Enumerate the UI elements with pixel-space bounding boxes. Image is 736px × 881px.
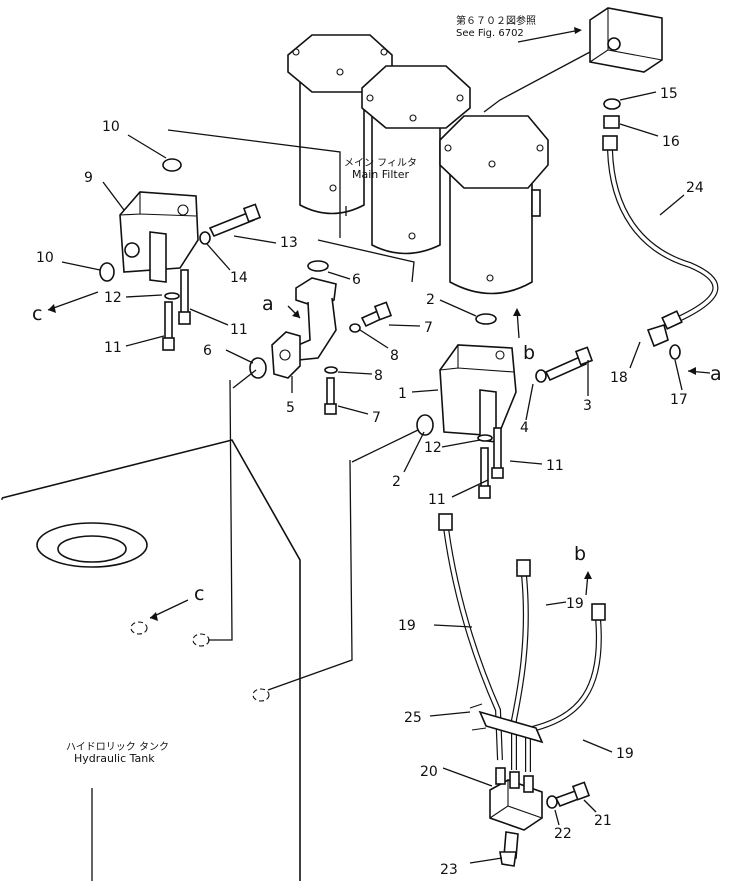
letter-c-left: c bbox=[32, 303, 42, 325]
label-8-lower: 8 bbox=[374, 368, 383, 384]
filter-head-9 bbox=[119, 191, 199, 283]
hose-24 bbox=[602, 135, 719, 348]
label-22: 22 bbox=[554, 826, 572, 842]
block-20 bbox=[489, 767, 543, 831]
arrow-heads bbox=[48, 27, 696, 621]
bolt-11-right bbox=[478, 427, 504, 499]
bolt-13 bbox=[208, 203, 262, 238]
label-10-top: 10 bbox=[102, 119, 120, 135]
label-6-side: 6 bbox=[203, 343, 212, 359]
letter-a-right: a bbox=[710, 363, 722, 385]
label-17: 17 bbox=[670, 392, 688, 408]
leader-lines bbox=[47, 29, 711, 864]
main-filter-front bbox=[439, 115, 549, 295]
label-11-left-upper: 11 bbox=[230, 322, 248, 338]
main-filter-rear bbox=[287, 34, 393, 215]
letter-a-left: a bbox=[262, 293, 274, 315]
o-ring-6-side bbox=[249, 357, 267, 379]
label-16: 16 bbox=[662, 134, 680, 150]
label-18: 18 bbox=[610, 370, 628, 386]
label-7-upper: 7 bbox=[424, 320, 433, 336]
washer-4 bbox=[535, 369, 547, 383]
washer-14 bbox=[199, 231, 211, 245]
fitting-16 bbox=[603, 115, 620, 129]
label-13: 13 bbox=[280, 235, 298, 251]
main-filter-jp: メイン フィルタ bbox=[344, 157, 417, 169]
see-fig-en: See Fig. 6702 bbox=[456, 28, 524, 39]
label-15: 15 bbox=[660, 86, 678, 102]
o-ring-2-top bbox=[475, 313, 497, 325]
o-ring-15 bbox=[603, 98, 621, 110]
fitting-23 bbox=[499, 831, 519, 867]
label-3: 3 bbox=[583, 398, 592, 414]
bolt-11-left bbox=[162, 269, 191, 351]
label-23: 23 bbox=[440, 862, 458, 878]
filter-head-1 bbox=[439, 344, 517, 443]
o-ring-10-top bbox=[162, 158, 182, 172]
main-filter-en: Main Filter bbox=[352, 168, 409, 181]
connection-lines bbox=[167, 51, 591, 691]
bolt-21 bbox=[554, 781, 591, 808]
label-12-left: 12 bbox=[104, 290, 122, 306]
bolt-7 bbox=[324, 301, 393, 415]
label-2-top: 2 bbox=[426, 292, 435, 308]
label-2-side: 2 bbox=[392, 474, 401, 490]
main-filter-middle bbox=[361, 65, 471, 255]
letter-b-lower: b bbox=[574, 543, 586, 565]
hydraulic-tank bbox=[1, 439, 301, 881]
valve-block bbox=[589, 7, 663, 73]
washer-8-upper bbox=[349, 323, 361, 333]
label-24: 24 bbox=[686, 180, 704, 196]
label-6-top: 6 bbox=[352, 272, 361, 288]
label-1: 1 bbox=[398, 386, 407, 402]
elbow-5 bbox=[271, 277, 337, 379]
label-10-side: 10 bbox=[36, 250, 54, 266]
hoses-19 bbox=[438, 513, 606, 772]
washer-8-lower bbox=[324, 366, 338, 374]
bolt-3 bbox=[544, 346, 594, 382]
washer-22 bbox=[546, 795, 558, 809]
label-12-right: 12 bbox=[424, 440, 442, 456]
tank-en: Hydraulic Tank bbox=[74, 752, 155, 765]
label-25: 25 bbox=[404, 710, 422, 726]
label-5: 5 bbox=[286, 400, 295, 416]
letter-b-upper: b bbox=[523, 342, 535, 364]
label-4: 4 bbox=[520, 420, 529, 436]
label-19-right: 19 bbox=[616, 746, 634, 762]
label-19-middle: 19 bbox=[566, 596, 584, 612]
see-fig-jp: 第６７０２図参照 bbox=[456, 14, 536, 27]
label-20: 20 bbox=[420, 764, 438, 780]
label-14: 14 bbox=[230, 270, 248, 286]
label-21: 21 bbox=[594, 813, 612, 829]
washer-12-left bbox=[164, 292, 180, 300]
o-ring-6-top bbox=[307, 260, 329, 272]
label-11-right-upper: 11 bbox=[546, 458, 564, 474]
label-11-left-lower: 11 bbox=[104, 340, 122, 356]
label-9: 9 bbox=[84, 170, 93, 186]
label-19-left: 19 bbox=[398, 618, 416, 634]
label-8-upper: 8 bbox=[390, 348, 399, 364]
o-ring-17 bbox=[669, 344, 681, 360]
label-11-right-lower: 11 bbox=[428, 492, 446, 508]
bracket-25 bbox=[469, 703, 544, 744]
o-ring-10-side bbox=[99, 262, 115, 282]
o-ring-2-side bbox=[416, 414, 434, 436]
letter-c-tank: c bbox=[194, 583, 204, 605]
washer-12-right bbox=[477, 434, 493, 442]
tank-jp: ハイドロリック タンク bbox=[66, 741, 169, 753]
label-7-lower: 7 bbox=[372, 410, 381, 426]
